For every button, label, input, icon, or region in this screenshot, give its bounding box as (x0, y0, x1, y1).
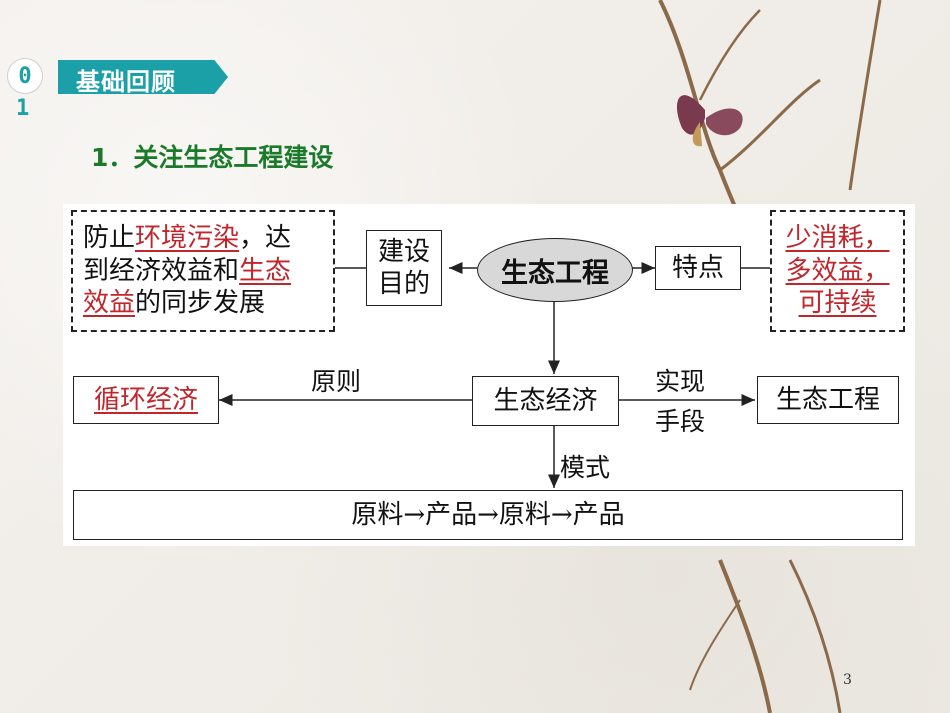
feature-detail-box: 少消耗， 多效益， 可持续 (770, 210, 905, 332)
construction-goal-box: 建设 目的 (366, 230, 442, 306)
diagram-connectors (219, 262, 770, 488)
mode-label: 模式 (560, 453, 611, 482)
means-label-line1: 实现 (655, 367, 706, 396)
section-number-badge: 0 (7, 58, 43, 94)
section-banner (58, 60, 228, 94)
feature-box: 特点 (655, 246, 741, 290)
cycle-economy-box: 循环经济 (73, 376, 219, 424)
concept-diagram: 防止环境污染，达 到经济效益和生态 效益的同步发展 建设 目的 生态工程 特点 … (63, 204, 915, 546)
subtitle: 1．关注生态工程建设 (91, 143, 334, 172)
goal-detail-box: 防止环境污染，达 到经济效益和生态 效益的同步发展 (71, 210, 335, 332)
section-title: 基础回顾 (76, 68, 176, 96)
material-product-chain-box: 原料→产品→原料→产品 (73, 490, 903, 540)
eco-economy-box: 生态经济 (472, 376, 619, 426)
page-number: 3 (843, 672, 852, 688)
eco-engineering-box: 生态工程 (757, 376, 899, 424)
section-number-tail: 1 (16, 96, 30, 121)
means-label-line2: 手段 (655, 407, 706, 436)
eco-engineering-ellipse: 生态工程 (477, 238, 633, 302)
section-header: 0 1 基础回顾 (0, 58, 240, 121)
principle-label: 原则 (311, 367, 362, 396)
